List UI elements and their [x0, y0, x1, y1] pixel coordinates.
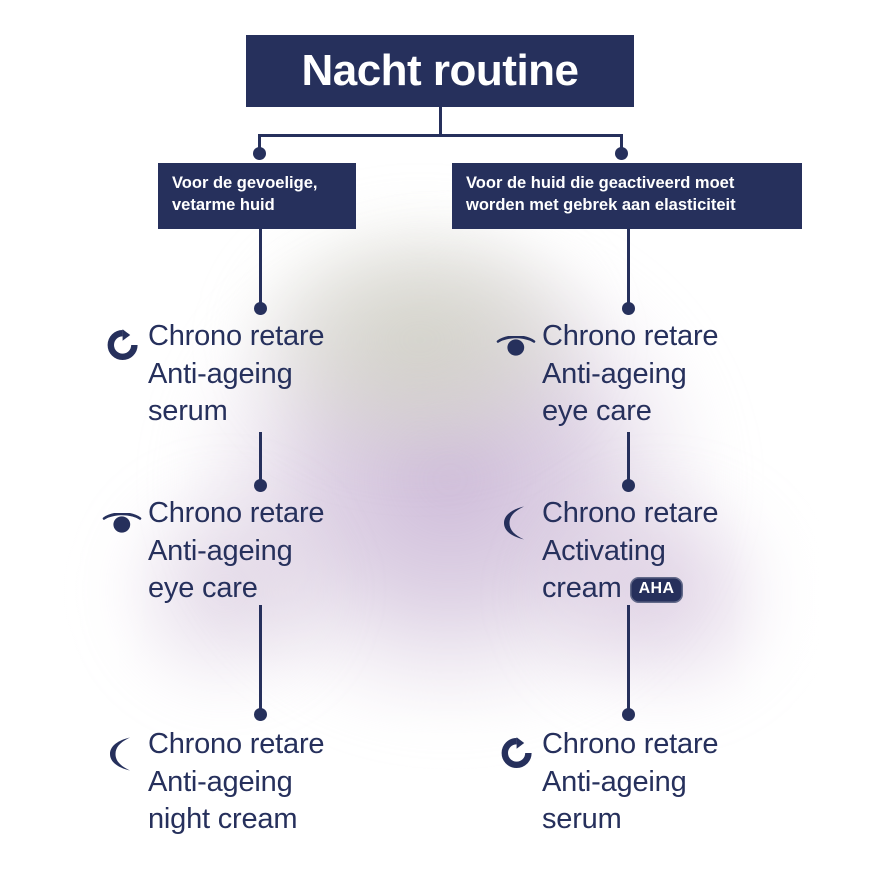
- background-blob-purple: [110, 170, 790, 790]
- connector-dot-left-step3: [254, 708, 267, 721]
- product-step[interactable]: Chrono retare Anti-ageing eye care: [96, 495, 426, 608]
- refresh-arrow-icon: [490, 726, 542, 770]
- aha-badge: AHA: [629, 577, 684, 604]
- connector-right-step2-to-step3: [627, 605, 630, 715]
- page-title: Nacht routine: [301, 46, 579, 95]
- refresh-arrow-icon: [96, 318, 148, 362]
- connector-dot-right-step1: [622, 302, 635, 315]
- connector-right-step1-to-step2: [627, 432, 630, 487]
- moon-icon: [490, 495, 542, 541]
- product-step[interactable]: Chrono retare Anti-ageing serum: [96, 318, 426, 431]
- product-label: Chrono retare Anti-ageing serum: [542, 728, 719, 836]
- connector-dot-branch-left: [253, 147, 266, 160]
- connector-dot-right-step3: [622, 708, 635, 721]
- branch-header-sensitive-skin: Voor de gevoelige, vetarme huid: [158, 163, 356, 229]
- branch-header-label: Voor de huid die geactiveerd moet worden…: [466, 174, 736, 214]
- product-label: Chrono retare Anti-ageing eye care: [542, 320, 719, 428]
- product-label: Chrono retare Anti-ageing eye care: [148, 497, 325, 605]
- branch-header-activating-skin: Voor de huid die geactiveerd moet worden…: [452, 163, 802, 229]
- connector-dot-left-step2: [254, 479, 267, 492]
- product-step[interactable]: Chrono retare Anti-ageing serum: [490, 726, 830, 839]
- connector-right-header-to-step1: [627, 229, 630, 309]
- moon-icon: [96, 726, 148, 772]
- connector-left-step2-to-step3: [259, 605, 262, 715]
- product-label: Chrono retare Anti-ageing night cream: [148, 728, 325, 836]
- connector-title-stem: [438, 107, 442, 136]
- eye-icon: [96, 495, 148, 539]
- connector-branch-right-drop: [620, 134, 623, 151]
- connector-dot-right-step2: [622, 479, 635, 492]
- connector-dot-branch-right: [615, 147, 628, 160]
- connector-branch-left-drop: [258, 134, 261, 151]
- eye-icon: [490, 318, 542, 362]
- connector-dot-left-step1: [254, 302, 267, 315]
- page-title-box: Nacht routine: [246, 35, 634, 107]
- product-label: Chrono retare Activating cream: [542, 497, 719, 605]
- product-label: Chrono retare Anti-ageing serum: [148, 320, 325, 428]
- connector-left-step1-to-step2: [259, 432, 262, 487]
- connector-branch-bar: [258, 134, 622, 137]
- product-step[interactable]: Chrono retare Anti-ageing eye care: [490, 318, 830, 431]
- connector-left-header-to-step1: [259, 229, 262, 309]
- product-step[interactable]: Chrono retare Anti-ageing night cream: [96, 726, 426, 839]
- branch-header-label: Voor de gevoelige, vetarme huid: [172, 174, 318, 214]
